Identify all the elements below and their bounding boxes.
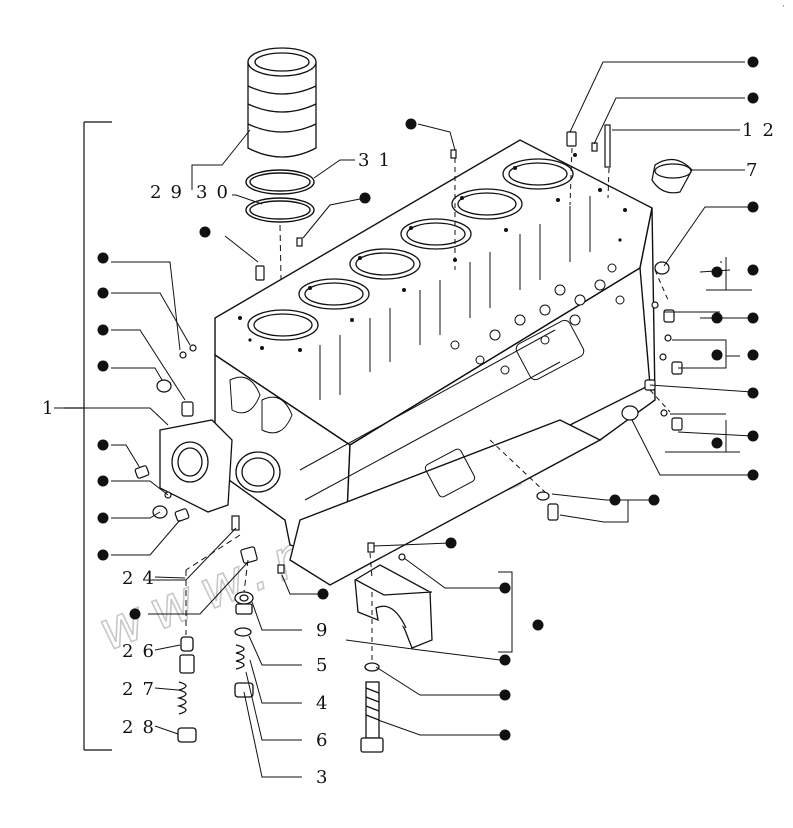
leader-lines: [54, 61, 753, 778]
block-ribs: [229, 196, 591, 501]
right-side-fittings: [536, 159, 693, 521]
label-9: 9: [316, 620, 336, 641]
label-12: 12: [742, 120, 783, 141]
label-1: 1: [42, 398, 62, 419]
side-port-holes: [450, 263, 625, 375]
left-group-bracket: [64, 121, 112, 751]
small-fittings: [134, 124, 611, 574]
label-31: 31: [358, 150, 399, 171]
label-26: 26: [122, 641, 163, 662]
callout-dots: [97, 56, 759, 741]
label-24: 24: [122, 568, 163, 589]
main-bearing-cap: [354, 564, 433, 649]
cylinder-liner: [247, 47, 317, 158]
label-5: 5: [316, 655, 336, 676]
label-30: 30: [196, 182, 237, 203]
corner-mark: ·: [782, 2, 785, 12]
cap-bolt: [360, 662, 384, 753]
valve-stack-center: [234, 591, 254, 698]
label-3: 3: [316, 767, 336, 788]
engine-block: [214, 139, 656, 586]
label-27: 27: [122, 679, 163, 700]
valve-stack-left: [176, 636, 197, 743]
label-4: 4: [316, 693, 336, 714]
cylinder-bores: [247, 158, 574, 341]
deck-holes: [238, 153, 627, 352]
label-7: 7: [746, 160, 766, 181]
label-6: 6: [316, 730, 336, 751]
front-cover-plate: [159, 419, 281, 513]
label-28: 28: [122, 717, 163, 738]
seal-rings: [245, 169, 315, 223]
part-labels: 31 29 30 12 7 1 24 26 27 28 9 5 4 6 3: [42, 120, 783, 788]
label-29: 29: [150, 182, 191, 203]
